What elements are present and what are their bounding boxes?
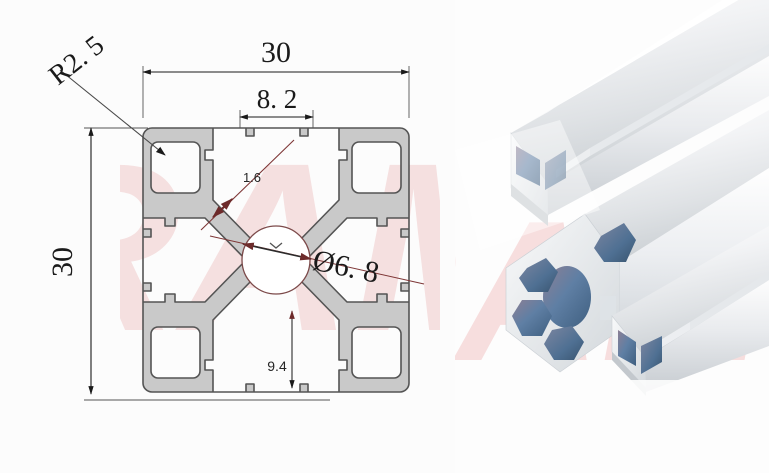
dimension-slot-8-2: 8. 2 [239, 84, 314, 128]
bar-lower-top-face [612, 226, 769, 358]
photo-haze-left [455, 120, 600, 250]
bar-upper-front-face [548, 56, 769, 215]
bore-dim-arrows [241, 242, 313, 261]
dimension-width-30: 30 [142, 36, 410, 118]
dimension-height-30: 30 [46, 127, 330, 401]
bar-lower-groove-2 [690, 272, 769, 330]
dimension-bore-offset-9-4: 9.4 [267, 310, 295, 389]
center-bore [241, 225, 311, 295]
product-photo: RAM [455, 0, 769, 473]
dim-label-width: 30 [261, 36, 291, 69]
bar-middle-rib [600, 296, 616, 320]
bar-middle-cavity-round [543, 266, 591, 328]
bar-lower-front-face [646, 280, 769, 392]
bar-upper-highlight [511, 0, 739, 133]
bar-lower-cavity-left [618, 330, 636, 366]
bar-middle-top-face [585, 110, 769, 262]
bar-middle-cavity-hex-lower [544, 326, 584, 360]
bar-middle-cavity-hex-upper-left [519, 258, 558, 292]
bar-upper-bottom-shade [511, 184, 548, 226]
dim-label-wall: 1.6 [243, 170, 261, 185]
bar-upper-cavity-right [545, 150, 566, 190]
wall-dim-arrows [212, 198, 233, 218]
dimension-wall-1-6: 1.6 [200, 139, 295, 231]
dim-label-slot: 8. 2 [257, 84, 298, 114]
bar-upper-groove-2 [590, 44, 769, 156]
photo-haze-bottom [455, 380, 769, 473]
bar-lower-groove-1 [654, 322, 690, 352]
leader-line [59, 69, 166, 156]
bar-middle-cavity-hex-right [594, 223, 636, 262]
bar-upper-top-face [511, 0, 769, 184]
bar-upper-cavity-left [516, 146, 540, 186]
photo-bar-upper [510, 0, 769, 226]
bar-middle-cavity-hex-lower-left [512, 300, 552, 336]
photo-bar-lower [611, 226, 769, 396]
dim-label-bore-offset: 9.4 [267, 358, 287, 374]
dim-label-height: 30 [46, 247, 79, 277]
bar-lower-cavity-right [641, 336, 662, 374]
